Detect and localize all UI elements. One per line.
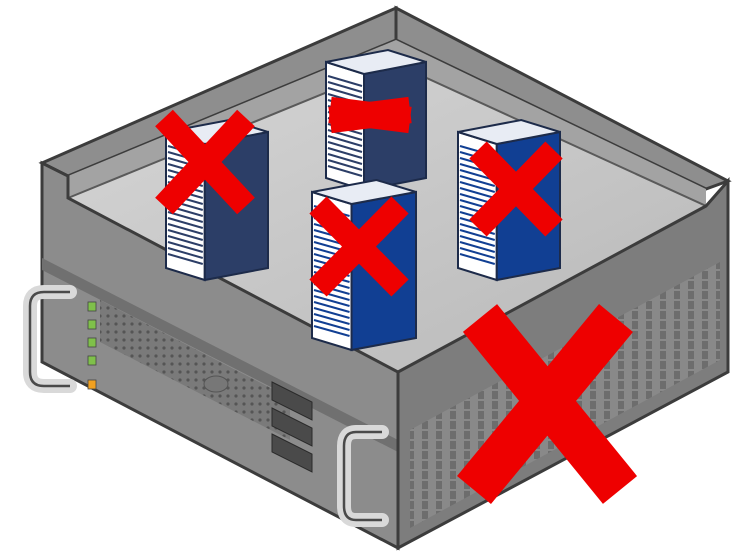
tower-cross-mark-left — [155, 109, 255, 215]
rack-handle-left — [23, 285, 77, 393]
status-led-4 — [87, 355, 97, 366]
drive-bay-2 — [271, 407, 313, 447]
chassis-back-right-inner — [396, 40, 706, 206]
drive-bay-3 — [271, 433, 313, 473]
chassis-front-face — [40, 160, 400, 551]
tower-cross-mark-back — [328, 96, 412, 134]
server-tower-left — [155, 109, 269, 282]
enclosure-cross-mark — [457, 303, 638, 505]
status-leds — [87, 301, 97, 390]
front-vent-grille — [100, 300, 290, 440]
status-led-3 — [87, 337, 97, 348]
server-tower-front — [309, 178, 417, 352]
status-led-1 — [87, 301, 97, 312]
tower-cross-mark-front — [309, 196, 409, 297]
server-tower-right — [457, 118, 563, 282]
server-tower-back — [325, 48, 427, 192]
rack-handle-right — [337, 425, 389, 527]
drive-bay-1 — [271, 381, 313, 421]
tower-cross-mark-right — [469, 141, 563, 237]
status-led-2 — [87, 319, 97, 330]
status-led-5 — [87, 379, 97, 390]
virtual-server-towers — [155, 48, 563, 352]
power-button — [203, 375, 229, 393]
